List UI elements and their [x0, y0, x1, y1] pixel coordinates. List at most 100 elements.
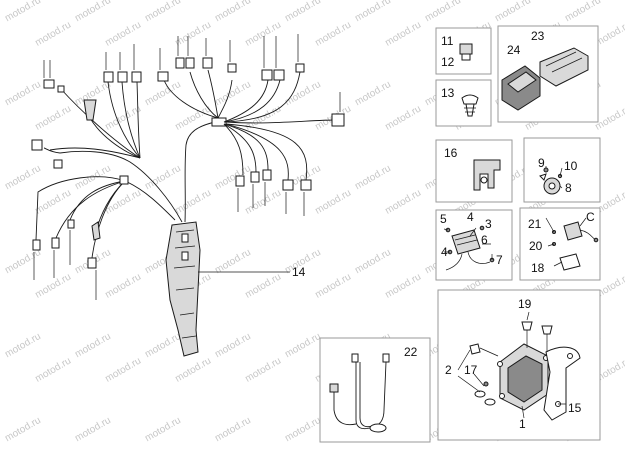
connector-h4: [91, 221, 101, 241]
watermark-text: motod.ru: [563, 0, 603, 24]
wire-r3: [163, 79, 219, 119]
callout-16: 16: [444, 146, 458, 160]
watermark-text: motod.ru: [33, 356, 73, 385]
wire-lower-2: [55, 180, 126, 239]
watermark-text: motod.ru: [383, 20, 423, 49]
part-23-module: [539, 47, 589, 87]
watermark-text: motod.ru: [283, 415, 323, 444]
watermark-text: motod.ru: [283, 0, 323, 24]
callout-11: 11: [441, 34, 454, 48]
panel-18-21: [519, 207, 601, 281]
watermark-text: motod.ru: [33, 104, 73, 133]
connector-b3: [131, 71, 142, 83]
callout-19: 19: [518, 297, 532, 311]
watermark-text: motod.ru: [213, 331, 253, 360]
connector-f2: [250, 171, 260, 183]
part-19-bolts: [521, 321, 553, 352]
watermark-text: motod.ru: [33, 188, 73, 217]
part-24-module: [501, 65, 541, 111]
connector-h2: [51, 237, 60, 249]
watermark-text: motod.ru: [423, 0, 463, 24]
part-13-clip: [461, 94, 479, 117]
watermark-text: motod.ru: [3, 79, 43, 108]
watermark-text: motod.ru: [383, 188, 423, 217]
callout-3: 3: [485, 217, 492, 231]
watermark-text: motod.ru: [3, 331, 43, 360]
callout-labels: 14 11 12 23 24 13 16 9 10 8 5 4 3 6 4 7 …: [292, 29, 595, 431]
connector-g2: [53, 159, 63, 169]
watermark-text: motod.ru: [173, 188, 213, 217]
wire-r5: [223, 79, 269, 123]
wire-r1: [189, 71, 219, 119]
part-11-12-connector: [459, 43, 473, 61]
connector-g1: [31, 139, 43, 151]
callout-7: 7: [496, 253, 503, 267]
watermark-text: motod.ru: [313, 188, 353, 217]
watermark-text: motod.ru: [143, 331, 183, 360]
callout-5: 5: [440, 212, 447, 226]
callout-10: 10: [564, 159, 578, 173]
connector-f4: [282, 179, 294, 191]
watermark-text: motod.ru: [3, 0, 43, 24]
connector-c1: [157, 71, 169, 82]
watermark-text: motod.ru: [243, 272, 283, 301]
connector-h5: [87, 257, 97, 269]
watermark-text: motod.ru: [143, 79, 183, 108]
watermark-text: motod.ru: [103, 104, 143, 133]
watermark-text: motod.ru: [353, 0, 393, 24]
callout-20: 20: [529, 239, 543, 253]
wire-r9: [223, 123, 244, 176]
watermark-text: motod.ru: [243, 356, 283, 385]
watermark-text: motod.ru: [3, 163, 43, 192]
wire-upper-6: [49, 147, 141, 159]
callout-1: 1: [519, 417, 526, 431]
callout-17: 17: [464, 363, 478, 377]
wire-upper-1: [89, 117, 141, 159]
panel-8-9-10: [523, 137, 601, 203]
connector-d1: [227, 63, 237, 73]
harness-body: [165, 221, 201, 357]
part-15-bracket: [543, 346, 581, 421]
main-harness: [35, 69, 337, 357]
connector-d2: [261, 69, 273, 81]
connector-d4: [295, 63, 305, 73]
connector-c3: [185, 57, 195, 69]
connector-f1: [235, 175, 245, 187]
connector-b1: [103, 71, 114, 83]
junction-clip-center: [211, 117, 227, 127]
connector-f3: [262, 169, 272, 181]
watermark-text: motod.ru: [283, 79, 323, 108]
watermark-text: motod.ru: [283, 331, 323, 360]
wire-upper-3: [121, 81, 141, 159]
callout-6: 6: [481, 233, 488, 247]
watermark-text: motod.ru: [143, 415, 183, 444]
harness-branch-left: [59, 150, 183, 223]
wire-upper-2: [107, 81, 141, 159]
connector-tags: [33, 34, 341, 300]
callout-14: 14: [292, 265, 306, 279]
callout-2: 2: [445, 363, 452, 377]
connector-b2: [117, 71, 128, 83]
watermark-text: motod.ru: [383, 104, 423, 133]
connector-h1: [32, 239, 41, 251]
watermark-text: motod.ru: [33, 20, 73, 49]
watermark-text: motod.ru: [73, 331, 113, 360]
harness-connectors: [31, 57, 345, 269]
watermark-text: motod.ru: [353, 163, 393, 192]
watermark-text: motod.ru: [173, 20, 213, 49]
wire-r4: [217, 79, 233, 119]
callout-24: 24: [507, 43, 521, 57]
watermark-text: motod.ru: [173, 356, 213, 385]
wire-r13: [225, 123, 308, 181]
callout-c: C: [586, 210, 595, 224]
callout-9: 9: [538, 156, 545, 170]
callout-15: 15: [568, 401, 582, 415]
watermark-text: motod.ru: [243, 20, 283, 49]
watermark-text: motod.ru: [493, 0, 533, 24]
part-18-fuse-holder: [552, 230, 581, 271]
watermark-text: motod.ru: [213, 79, 253, 108]
connector-c4: [202, 57, 213, 69]
callout-23: 23: [531, 29, 545, 43]
watermark-text: motod.ru: [313, 272, 353, 301]
